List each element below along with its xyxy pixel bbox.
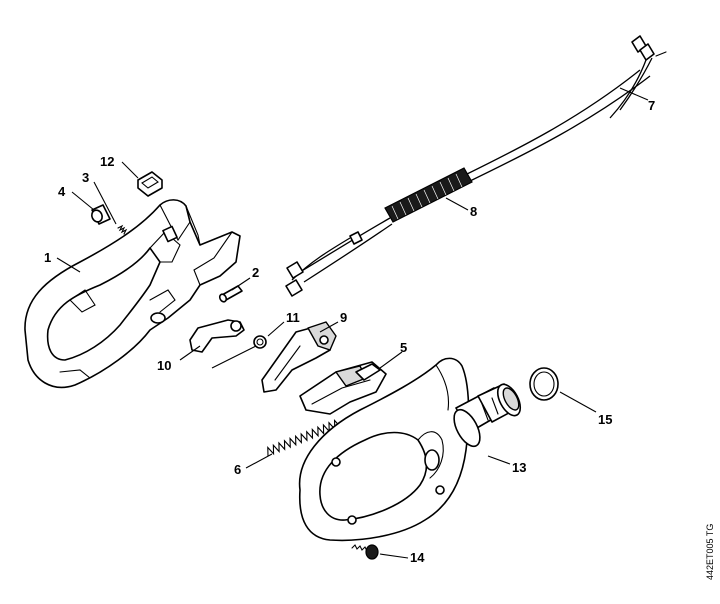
cable-harness	[285, 35, 667, 297]
callout-15: 15	[598, 412, 612, 427]
callout-14: 14	[410, 550, 425, 565]
switch-lever	[261, 321, 337, 393]
button	[137, 171, 163, 197]
leader-lines	[56, 87, 649, 559]
callout-8: 8	[470, 204, 477, 219]
callout-11: 11	[286, 310, 300, 325]
callout-5: 5	[400, 340, 407, 355]
callout-1: 1	[44, 250, 51, 265]
callout-9: 9	[340, 310, 347, 325]
drawing-code: 442ET005 TG	[705, 524, 715, 580]
callout-12: 12	[100, 154, 114, 169]
sleeve	[91, 204, 111, 225]
screw	[351, 544, 379, 560]
callout-2: 2	[252, 265, 259, 280]
pin	[218, 285, 243, 303]
callout-4: 4	[58, 184, 66, 199]
spiral-sleeve	[384, 167, 473, 223]
compression-spring	[267, 419, 341, 457]
callout-3: 3	[82, 170, 89, 185]
callout-labels: 1 2 3 4 5 6 7 8 9 10 11 12 13 14 15	[44, 98, 655, 565]
small-spring	[117, 224, 128, 235]
o-ring	[529, 367, 559, 401]
left-handle-housing	[24, 199, 241, 389]
callout-6: 6	[234, 462, 241, 477]
callout-10: 10	[157, 358, 171, 373]
trigger	[299, 361, 387, 415]
callout-7: 7	[648, 98, 655, 113]
torsion-spring	[253, 335, 267, 349]
latch	[189, 319, 245, 353]
callout-13: 13	[512, 460, 526, 475]
right-handle-housing	[298, 357, 522, 542]
